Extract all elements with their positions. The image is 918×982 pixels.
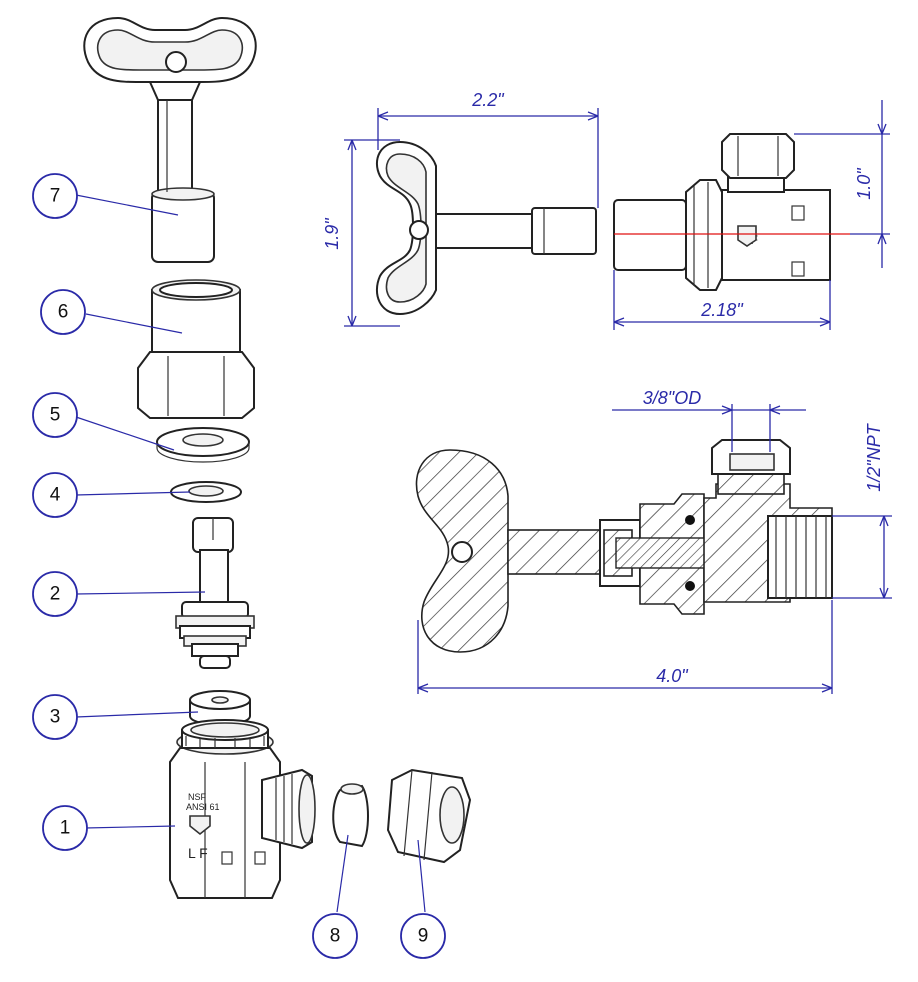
callout-3: 3	[32, 694, 78, 740]
part-2-stem	[175, 517, 255, 669]
dim-inlet-npt-label: 1/2"NPT	[864, 422, 884, 491]
callout-7: 7	[32, 173, 78, 219]
callout-2: 2	[32, 571, 78, 617]
part-3-seat-washer	[189, 690, 251, 726]
callout-4-label: 4	[50, 485, 61, 506]
callout-9: 9	[400, 913, 446, 959]
dim-valve-height-label: 1.0"	[854, 167, 874, 200]
dimension-valve-length: 2.18"	[613, 270, 831, 330]
dim-overall-length-label: 4.0"	[656, 666, 689, 686]
dimension-outlet-od: 3/8"OD	[612, 388, 806, 452]
svg-text:NSF: NSF	[188, 792, 207, 802]
dim-valve-length-label: 2.18"	[700, 300, 744, 320]
callout-7-label: 7	[50, 186, 61, 207]
dimension-inlet-npt: 1/2"NPT	[832, 422, 892, 599]
callout-6: 6	[40, 289, 86, 335]
callout-5-label: 5	[50, 405, 61, 426]
callout-1: 1	[42, 805, 88, 851]
callout-3-label: 3	[50, 707, 61, 728]
callout-1-label: 1	[60, 818, 71, 839]
callout-9-label: 9	[418, 926, 429, 947]
dimension-key-width: 2.2"	[377, 90, 599, 208]
valve-side-view: LF	[613, 133, 850, 291]
part-9-nut	[386, 768, 472, 864]
part-4-thin-washer	[170, 481, 242, 503]
section-view	[415, 439, 833, 653]
callout-4: 4	[32, 472, 78, 518]
dimension-overall-length: 4.0"	[417, 600, 833, 694]
dim-outlet-od-label: 3/8"OD	[643, 388, 701, 408]
dim-key-width-label: 2.2"	[471, 90, 505, 110]
dimension-key-height: 1.9"	[322, 139, 400, 327]
callout-6-label: 6	[58, 302, 69, 323]
part-8-ferrule	[332, 783, 369, 848]
svg-text:ANSI 61: ANSI 61	[186, 802, 220, 812]
callout-8-label: 8	[330, 926, 341, 947]
key-side-view	[375, 140, 597, 316]
callout-5: 5	[32, 392, 78, 438]
part-7-key	[83, 16, 257, 263]
part-1-body: NSF ANSI 61 L F	[169, 719, 316, 899]
part-6-bonnet	[137, 279, 255, 419]
callout-8: 8	[312, 913, 358, 959]
svg-text:L F: L F	[188, 845, 208, 861]
callout-leaders	[75, 194, 426, 913]
part-5-washer	[156, 427, 250, 463]
dim-key-height-label: 1.9"	[322, 217, 342, 250]
callout-2-label: 2	[50, 584, 61, 605]
dimension-valve-height: 1.0"	[794, 100, 890, 268]
